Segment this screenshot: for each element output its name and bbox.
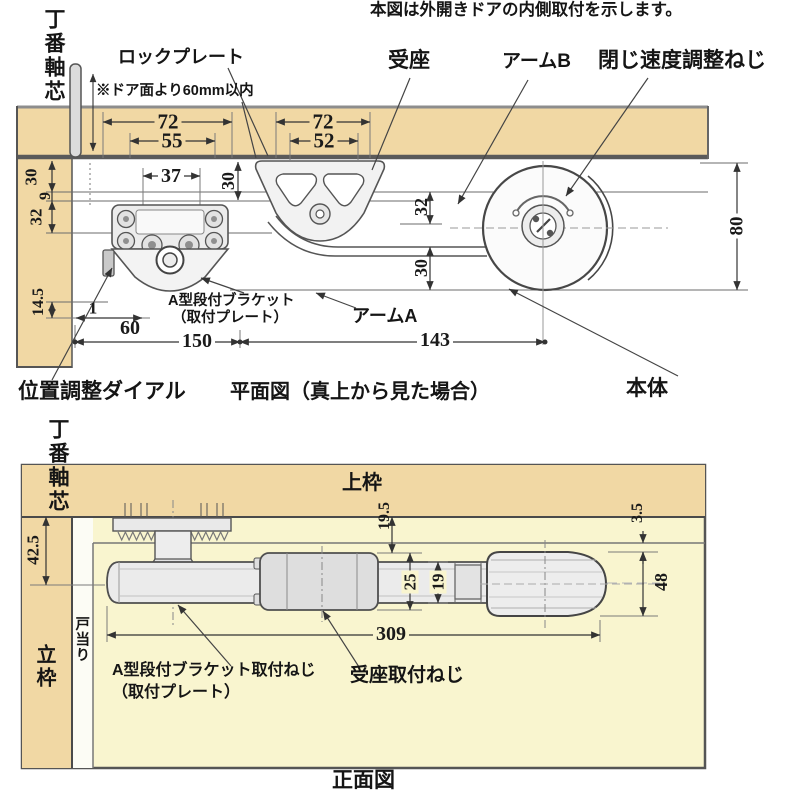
dim-42-5: 42.5 (23, 535, 43, 565)
receiver-seat-plan (254, 160, 386, 242)
front-caption: 正面図 (332, 769, 395, 792)
front-bracket-screw-sub-label: （取付プレート） (112, 684, 241, 701)
dim-48: 48 (651, 573, 671, 591)
dim-150: 150 (179, 331, 215, 351)
arm-coupling-front (454, 564, 482, 600)
dim-72-left: 72 (154, 111, 182, 133)
front-hinge-axis-label: 丁番軸芯 (46, 418, 70, 514)
plan-side-frame (17, 107, 72, 368)
dim-309: 309 (373, 624, 409, 644)
plan-bracket-label: A型段付ブラケット (168, 293, 295, 309)
dim-30-left: 30 (21, 168, 41, 186)
dim-14-5: 14.5 (30, 288, 47, 316)
dim-9-left: 9 (37, 192, 54, 200)
front-top-frame-label: 上枠 (342, 472, 382, 494)
plan-door-panel (17, 107, 708, 157)
arm-a-plan (267, 215, 487, 257)
plan-body-label: 本体 (626, 377, 668, 400)
main-title: 本図は外開きドアの内側取付を示します。 (370, 1, 682, 19)
front-view-drawing (20, 463, 707, 770)
plan-arm-a-label: アームA (352, 306, 418, 326)
plan-note: ※ドア面より60mm以内 (96, 83, 254, 99)
plan-bracket-sub-label: （取付プレート） (172, 310, 288, 326)
closer-body-front (480, 540, 655, 630)
dim-55: 55 (158, 130, 186, 152)
receiver-seat-front (253, 546, 379, 622)
dim-143: 143 (417, 330, 453, 350)
front-side-frame-label: 立枠 (33, 644, 55, 690)
front-bracket-screw-label: A型段付ブラケット取付ねじ (112, 662, 316, 679)
dim-37: 37 (158, 166, 184, 186)
front-top-frame (22, 465, 705, 517)
position-adjust-dial-shape (102, 249, 115, 277)
plan-lock-plate-label: ロックプレート (118, 47, 244, 67)
plan-speed-screw-label: 閉じ速度調整ねじ (598, 49, 766, 72)
front-leader-lines (177, 604, 360, 668)
dim-32-right: 32 (411, 198, 431, 216)
hinge-axis-rod (69, 63, 82, 158)
dim-60: 60 (120, 317, 140, 339)
plan-arm-b-label: アームB (502, 51, 572, 72)
front-side-frame (22, 465, 72, 768)
a-type-bracket-plan (102, 204, 230, 292)
plan-caption: 平面図（真上から見た場合） (230, 381, 490, 403)
front-receiver-screw-label: 受座取付ねじ (350, 665, 465, 686)
plan-receiver-label: 受座 (388, 49, 430, 72)
dim-72-right: 72 (309, 111, 337, 133)
dim-30-right: 30 (411, 259, 431, 277)
plan-leader-lines (51, 67, 679, 381)
front-door-stop-label: 戸当り (73, 616, 90, 663)
dim-80: 80 (727, 213, 748, 239)
dim-52: 52 (310, 130, 338, 152)
dim-30-mid: 30 (218, 172, 238, 190)
dim-25: 25 (401, 570, 420, 594)
dim-32-left: 32 (26, 208, 46, 226)
dim-1: 1 (88, 298, 98, 318)
dim-19-5: 19.5 (376, 502, 393, 530)
plan-hinge-axis-label: 丁番軸芯 (42, 8, 66, 104)
dim-3-5: 3.5 (629, 503, 646, 523)
plan-dial-label: 位置調整ダイアル (18, 380, 186, 403)
front-door-stop-strip (72, 517, 93, 768)
closer-body-plan (450, 161, 668, 345)
frame-screw-lines (124, 503, 224, 518)
dim-19: 19 (429, 570, 448, 594)
